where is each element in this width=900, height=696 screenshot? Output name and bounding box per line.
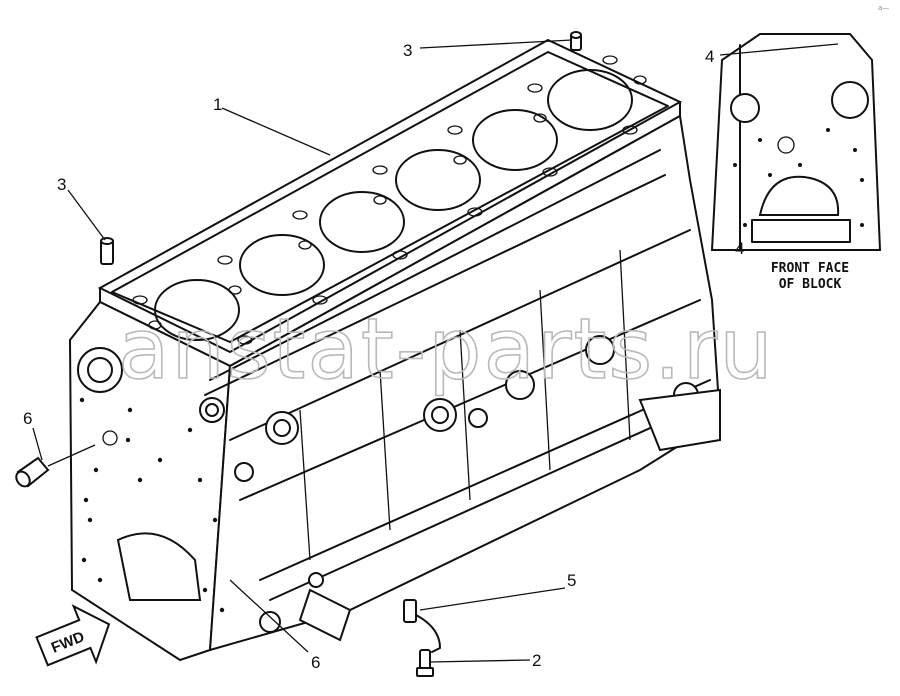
pan-flange-foot xyxy=(298,588,352,642)
leader-1 xyxy=(221,107,331,156)
web-3 xyxy=(459,329,471,501)
web-2 xyxy=(379,369,391,531)
rib-upper-2 xyxy=(204,174,666,396)
web-5 xyxy=(619,249,631,441)
inset-block-outline xyxy=(710,33,882,251)
inset-bore-left xyxy=(730,93,760,123)
deck-inner-edge xyxy=(111,51,669,343)
side-boss-2-hole xyxy=(273,419,291,437)
part-dowel-top xyxy=(570,31,582,51)
bore-1 xyxy=(154,279,240,341)
front-face-holes xyxy=(79,397,225,613)
callout-6-bottom: 6 xyxy=(311,653,320,672)
fwd-arrow-shape xyxy=(35,604,111,667)
side-plug-3 xyxy=(308,572,324,588)
leader-lines xyxy=(32,39,839,663)
bore-6 xyxy=(547,69,633,131)
inset-holes xyxy=(733,128,864,227)
part-fitting xyxy=(416,649,434,677)
side-boss-1-hole xyxy=(205,403,219,417)
rib-upper xyxy=(209,149,661,381)
web-4 xyxy=(539,289,551,471)
side-boss-2 xyxy=(265,411,299,445)
corner-mark: a— xyxy=(878,4,889,12)
callout-1: 1 xyxy=(213,95,222,114)
bore-3 xyxy=(319,191,405,253)
inset-port xyxy=(777,136,795,154)
bore-5 xyxy=(472,109,558,171)
front-port xyxy=(102,430,118,446)
sensor-body xyxy=(403,599,417,623)
callout-4-top: 4 xyxy=(705,47,714,66)
forward-arrow: FWD xyxy=(35,604,111,667)
web-1 xyxy=(299,409,311,561)
leader-3-left xyxy=(67,189,106,241)
bore-2 xyxy=(239,234,325,296)
inset-crank-bore xyxy=(758,175,840,216)
front-bore-upper-inner xyxy=(87,357,113,383)
deck-coolant-holes xyxy=(132,55,647,345)
inset-bore-upper xyxy=(831,81,869,119)
leader-6-left-b xyxy=(47,444,96,467)
leader-5 xyxy=(419,587,566,611)
callout-3-top: 3 xyxy=(403,41,412,60)
part-sensor xyxy=(403,599,441,653)
side-boss-3-hole xyxy=(431,406,449,424)
leader-6-left xyxy=(32,427,43,461)
sensor-wire xyxy=(415,614,441,653)
side-plug-1 xyxy=(234,462,254,482)
leader-4-top xyxy=(719,43,839,56)
cylinder-block xyxy=(68,38,722,662)
inset-caption-line1: FRONT FACE xyxy=(771,261,849,276)
rear-flange xyxy=(638,388,721,452)
leader-2 xyxy=(429,659,531,663)
rib-pan-rail xyxy=(259,379,711,581)
side-boss-1 xyxy=(199,397,225,423)
callout-2: 2 xyxy=(532,651,541,670)
leader-6-bottom xyxy=(229,579,309,653)
cylinder-bores xyxy=(154,69,633,341)
part-plug-left xyxy=(15,456,50,488)
inset-front-face xyxy=(710,33,882,251)
callout-6-left: 6 xyxy=(23,409,32,428)
side-boss-5 xyxy=(585,335,615,365)
inset-caption-line2: OF BLOCK xyxy=(779,277,842,292)
front-plug xyxy=(259,611,281,633)
leader-3-top xyxy=(419,39,573,49)
part-dowel-left xyxy=(100,237,114,265)
fitting-hex xyxy=(416,667,434,677)
bore-4 xyxy=(395,149,481,211)
front-crank-bore xyxy=(116,532,202,601)
side-boss-4 xyxy=(505,370,535,400)
side-boss-3 xyxy=(423,398,457,432)
watermark: anstat-parts.ru xyxy=(118,300,775,398)
rib-pan-rail-2 xyxy=(269,399,713,601)
callout-5: 5 xyxy=(567,571,576,590)
plug-end xyxy=(15,470,31,488)
dowel-top xyxy=(100,237,114,245)
rib-lower xyxy=(239,299,701,501)
callout-4-bottom: 4 xyxy=(735,239,744,258)
side-plug-2 xyxy=(468,408,488,428)
inset-main-cap xyxy=(751,219,851,243)
front-bore-upper xyxy=(77,347,123,393)
callout-3-left: 3 xyxy=(57,175,66,194)
